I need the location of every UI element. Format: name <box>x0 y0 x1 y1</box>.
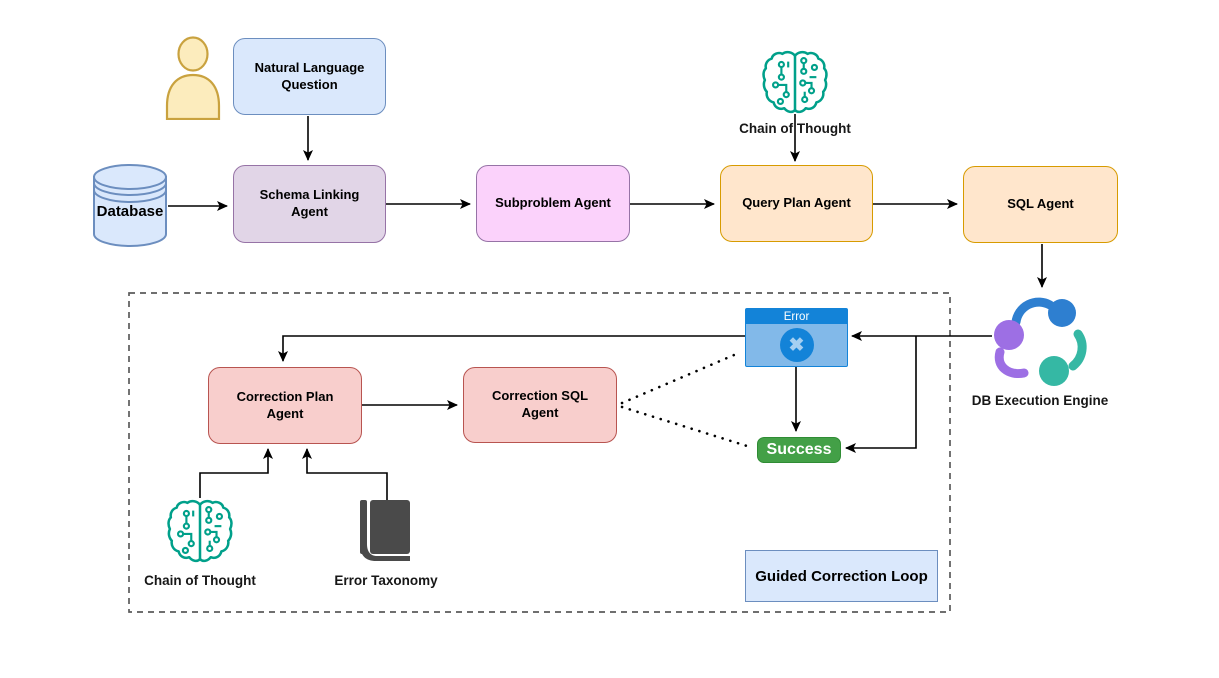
node-correction-sql-agent: Correction SQL Agent <box>463 367 617 443</box>
book-icon <box>358 500 414 568</box>
node-query-plan-agent: Query Plan Agent <box>720 165 873 242</box>
node-correction-plan-agent: Correction Plan Agent <box>208 367 362 444</box>
node-label: Query Plan Agent <box>742 195 851 211</box>
solid-connectors <box>168 114 1047 500</box>
success-label: Success <box>766 441 832 458</box>
database-cylinder-icon <box>92 163 168 254</box>
node-label: Correction SQL Agent <box>491 388 589 420</box>
chain-of-thought-bottom-label: Chain of Thought <box>144 573 256 588</box>
chain-of-thought-top-label: Chain of Thought <box>739 121 851 136</box>
error-window: Error ✖ <box>745 308 848 367</box>
success-badge: Success <box>757 437 841 463</box>
error-window-title: Error <box>746 309 847 324</box>
arrow-taxonomy-to-correctionplan <box>302 448 388 500</box>
db-execution-engine-label: DB Execution Engine <box>971 393 1109 408</box>
dotted-correctionsql-to-success <box>620 405 749 448</box>
node-label: Correction Plan Agent <box>236 388 334 421</box>
node-sql-agent: SQL Agent <box>963 166 1118 243</box>
circuit-brain-icon <box>761 48 829 121</box>
guided-correction-loop-label: Guided Correction Loop <box>745 550 938 602</box>
circuit-brain-icon <box>166 497 234 570</box>
arrow-error-to-correctionplan <box>278 335 745 362</box>
user-person-icon <box>164 36 222 125</box>
x-circle-icon: ✖ <box>779 328 814 362</box>
node-label: Schema Linking Agent <box>259 187 360 219</box>
three-node-cycle-icon <box>988 290 1088 395</box>
node-label: Natural Language Question <box>254 59 365 92</box>
node-subproblem-agent: Subproblem Agent <box>476 165 630 242</box>
node-label: SQL Agent <box>1007 196 1074 212</box>
dotted-correctionsql-to-error <box>620 350 743 405</box>
error-taxonomy-label: Error Taxonomy <box>334 573 438 588</box>
node-label: Guided Correction Loop <box>755 567 928 585</box>
node-label: Subproblem Agent <box>495 195 611 211</box>
database-label: Database <box>96 203 164 220</box>
arrow-cot-to-correctionplan <box>199 448 273 498</box>
guided-correction-loop-frame <box>128 292 951 613</box>
node-natural-language-question: Natural Language Question <box>233 38 386 115</box>
arrow-engine-to-success <box>845 336 917 453</box>
dotted-connectors <box>620 350 749 448</box>
node-schema-linking-agent: Schema Linking Agent <box>233 165 386 243</box>
